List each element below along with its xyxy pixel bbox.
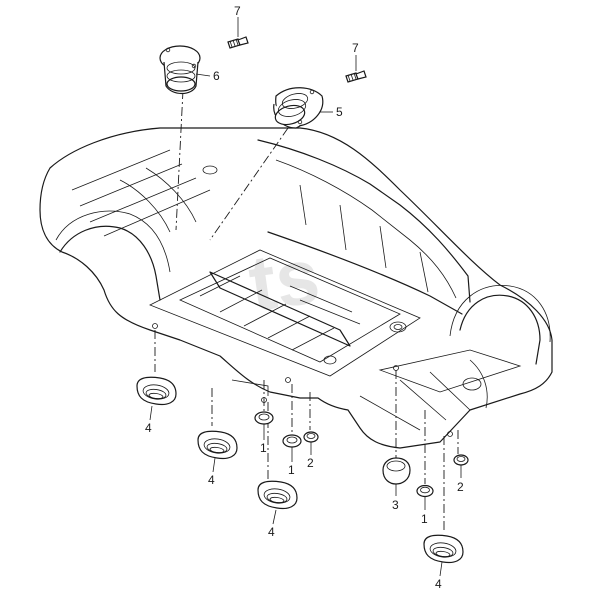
callout-1-a: 1 [260,441,267,455]
part-4-oval-plug-c [257,480,298,510]
callout-7-lower: 7 [352,41,359,55]
part-2-plug-b [453,454,469,466]
callout-2-a: 2 [307,456,314,470]
part-3-large-plug [382,457,411,485]
callout-1-b: 1 [288,463,295,477]
callout-6: 6 [213,69,220,83]
callout-4-a: 4 [145,421,152,435]
part-1-round-plug-b [282,434,302,448]
callout-3: 3 [392,498,399,512]
part-4-oval-plug-d [423,534,464,564]
part-4-oval-plug-a [136,376,177,406]
part-2-plug-a [303,431,319,443]
part-7-bolt-upper [227,36,249,49]
callout-4-b: 4 [208,473,215,487]
callout-5: 5 [336,105,343,119]
callout-2-b: 2 [457,480,464,494]
callout-4-d: 4 [435,577,442,591]
part-6-grommet-with-flange [159,45,201,95]
part-1-round-plug-c [416,484,434,498]
callout-leaders [149,17,462,577]
callout-7-upper: 7 [234,4,241,18]
part-5-grommet-with-flange [273,87,324,129]
callout-1-c: 1 [421,512,428,526]
callout-4-c: 4 [268,525,275,539]
part-4-oval-plug-b [197,430,238,460]
vehicle-body-underside [39,127,553,449]
part-1-round-plug-a [254,411,274,425]
assembly-leader-lines [154,89,459,532]
part-7-bolt-lower [345,70,367,83]
watermark: ts [244,231,325,328]
callout-labels: 7 6 7 5 4 4 4 4 1 1 1 2 2 3 [145,4,464,591]
